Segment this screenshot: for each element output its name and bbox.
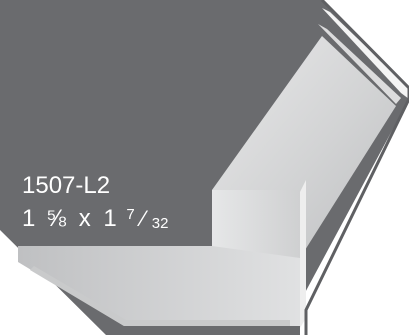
part-code-label: 1507-L2 — [22, 172, 110, 199]
top-lip-inner — [318, 24, 401, 104]
dim-fraction-a: ⅝ — [46, 205, 67, 232]
dim-fraction-b-den: 32 — [152, 215, 169, 232]
part-dimension-label: 1 ⅝ x 1 7 ⁄ 32 — [22, 198, 168, 232]
profile-outline — [304, 0, 409, 335]
bottom-face — [18, 246, 300, 326]
dim-fraction-b-num: 7 — [126, 206, 134, 223]
bottom-edge-highlight — [30, 266, 290, 326]
dim-separator: x — [79, 205, 91, 232]
dim-whole-b: 1 — [103, 205, 116, 232]
front-edge-highlight — [300, 180, 306, 328]
front-face — [212, 190, 300, 258]
top-lip-highlight — [322, 8, 409, 99]
dim-whole-a: 1 — [22, 205, 35, 232]
